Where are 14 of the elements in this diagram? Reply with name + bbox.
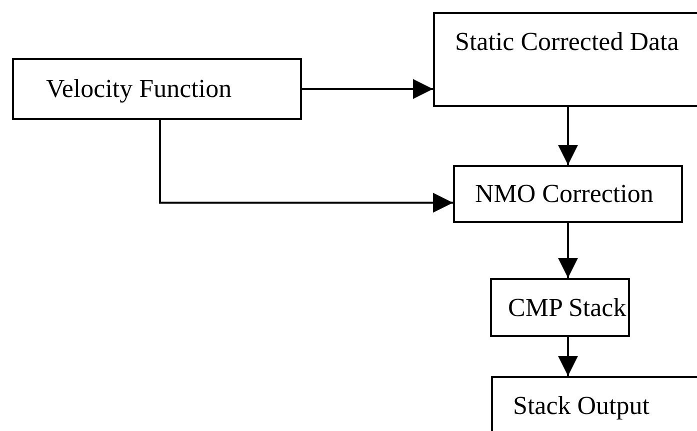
process-box	[433, 12, 697, 107]
process-box	[12, 58, 302, 120]
box-label: Velocity Function	[46, 73, 232, 105]
arrow	[558, 337, 578, 376]
box-label: NMO Correction	[475, 178, 654, 210]
arrow	[558, 223, 578, 278]
process-box	[490, 278, 630, 337]
box-label: Static Corrected Data	[455, 26, 679, 58]
process-box	[453, 165, 683, 223]
box-label: CMP Stack	[508, 292, 626, 324]
box-label: Stack Output	[513, 390, 650, 422]
arrow	[302, 79, 433, 99]
arrow	[159, 120, 453, 213]
arrow	[558, 107, 578, 165]
